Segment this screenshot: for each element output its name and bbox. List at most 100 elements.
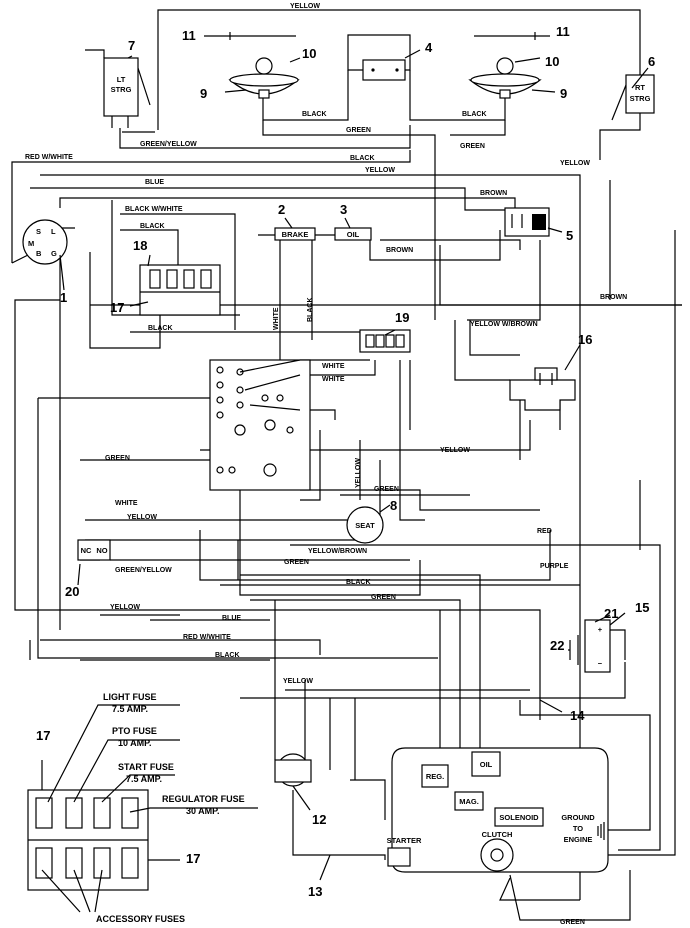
ignition-l: L <box>51 227 56 236</box>
relay-5 <box>504 207 550 237</box>
ignition-s: S <box>36 227 41 236</box>
wire-label-yellow-16: YELLOW <box>440 447 470 454</box>
callout-5: 5 <box>566 228 573 243</box>
relay-16 <box>509 367 576 411</box>
wire-label-yellow-mid-top: YELLOW <box>365 167 395 174</box>
light-fuse-rating: 7.5 AMP. <box>112 704 148 714</box>
ignition-m: M <box>28 239 34 248</box>
callout-12: 12 <box>312 812 326 827</box>
wire-label-yellow-brown: YELLOW/BROWN <box>308 548 367 555</box>
light-fuse-label: LIGHT FUSE <box>103 692 157 702</box>
wire-label-green-seat: GREEN <box>374 486 399 493</box>
callout-16: 16 <box>578 332 592 347</box>
regulator-fuse-rating: 30 AMP. <box>186 806 220 816</box>
callout-10-right: 10 <box>545 54 559 69</box>
right-headlight <box>468 57 542 99</box>
callout-6: 6 <box>648 54 655 69</box>
ground-label-2: TO <box>573 824 583 833</box>
wire-label-green-right-top: GREEN <box>460 143 485 150</box>
wire-label-red-white-low: RED W/WHITE <box>183 634 231 641</box>
pto-fuse-rating: 10 AMP. <box>118 738 152 748</box>
starter-label: STARTER <box>387 836 422 845</box>
hour-meter <box>359 329 411 353</box>
rt-strg-switch: RT STRG <box>611 74 655 121</box>
callout-17-circuit: 17 <box>110 300 124 315</box>
callout-10-left: 10 <box>302 46 316 61</box>
solenoid-label: SOLENOID <box>499 813 539 822</box>
wire-label-black-18: BLACK <box>140 223 165 230</box>
fuse-block-in-circuit <box>139 264 221 316</box>
wire-label-green-low: GREEN <box>371 594 396 601</box>
wire-label-blue-top: BLUE <box>145 179 164 186</box>
callout-numbers: 1 2 3 4 5 6 7 8 9 9 10 10 11 11 12 13 14… <box>36 24 655 899</box>
wire-label-green-left: GREEN <box>105 455 130 462</box>
wire-label-white-2: WHITE <box>322 376 345 383</box>
wire-label-green-bottom: GREEN <box>560 919 585 926</box>
callout-15: 15 <box>635 600 649 615</box>
callout-9-left: 9 <box>200 86 207 101</box>
ground-label-3: ENGINE <box>564 835 593 844</box>
wire-label-purple: PURPLE <box>540 563 569 570</box>
oil-switch: OIL <box>334 227 372 241</box>
wire-label-green-yellow-20: GREEN/YELLOW <box>115 567 172 574</box>
callout-21: 21 <box>604 606 618 621</box>
wire-label-yellow-top: YELLOW <box>290 3 320 10</box>
wire-label-black-lamp-right: BLACK <box>462 111 487 118</box>
fuse-panel <box>27 789 149 891</box>
wire-label-green-mid: GREEN <box>284 559 309 566</box>
wire-label-black-lowest: BLACK <box>215 652 240 659</box>
callout-9-right: 9 <box>560 86 567 101</box>
left-headlight <box>228 57 300 99</box>
wire-label-white-vertical: WHITE <box>273 307 280 330</box>
wire-label-white-20: WHITE <box>115 500 138 507</box>
wire-label-brown-top: BROWN <box>480 190 507 197</box>
callout-7: 7 <box>128 38 135 53</box>
wire-label-brown-mid: BROWN <box>386 247 413 254</box>
lt-strg-label-1: LT <box>117 75 126 84</box>
brake-label: BRAKE <box>282 230 309 239</box>
callout-17-fuse-top: 17 <box>36 728 50 743</box>
no-label: NO <box>96 546 107 555</box>
callout-4: 4 <box>425 40 433 55</box>
callout-18: 18 <box>133 238 147 253</box>
wire-label-green-yellow-top: GREEN/YELLOW <box>140 141 197 148</box>
wire-label-red-white-top: RED W/WHITE <box>25 154 73 161</box>
lens-left <box>204 32 296 40</box>
wire-label-yellow-12: YELLOW <box>283 678 313 685</box>
wire-labels: YELLOW BLACK BLACK GREEN GREEN/YELLOW GR… <box>25 3 627 926</box>
wire-label-yellow-w-brown: YELLOW W/BROWN <box>470 321 538 328</box>
rt-strg-label-1: RT <box>635 83 645 92</box>
wire-label-brown-long: BROWN <box>600 294 627 301</box>
lt-strg-switch: LT STRG <box>103 57 151 128</box>
svg-text:+: + <box>598 625 603 634</box>
callout-17-fuse-bottom: 17 <box>186 851 200 866</box>
callout-13: 13 <box>308 884 322 899</box>
callout-2: 2 <box>278 202 285 217</box>
accessory-fuses-label: ACCESSORY FUSES <box>96 914 185 924</box>
wire-label-blue-low: BLUE <box>222 615 241 622</box>
start-fuse-label: START FUSE <box>118 762 174 772</box>
callout-11-right: 11 <box>556 24 570 39</box>
wire-label-black-17: BLACK <box>148 325 173 332</box>
wire-label-yellow-vertical: YELLOW <box>355 458 362 488</box>
callout-11-left: 11 <box>182 28 196 43</box>
ignition-g: G <box>51 249 57 258</box>
ignition-switch: S L M B G <box>22 219 68 265</box>
wire-label-black-white: BLACK W/WHITE <box>125 206 183 213</box>
wires <box>11 9 682 921</box>
seat-label: SEAT <box>355 521 375 530</box>
callout-14: 14 <box>570 708 585 723</box>
regulator-22: + − <box>569 619 611 673</box>
fuse-labels: LIGHT FUSE 7.5 AMP. PTO FUSE 10 AMP. STA… <box>96 692 245 924</box>
wire-label-green-lamps: GREEN <box>346 127 371 134</box>
svg-text:−: − <box>598 659 603 668</box>
leader-lines <box>41 49 649 913</box>
pto-fuse-label: PTO FUSE <box>112 726 157 736</box>
callout-8: 8 <box>390 498 397 513</box>
reg-label: REG. <box>426 772 444 781</box>
callout-1: 1 <box>60 290 67 305</box>
callout-3: 3 <box>340 202 347 217</box>
start-fuse-rating: 7.5 AMP. <box>126 774 162 784</box>
ignition-b: B <box>36 249 42 258</box>
